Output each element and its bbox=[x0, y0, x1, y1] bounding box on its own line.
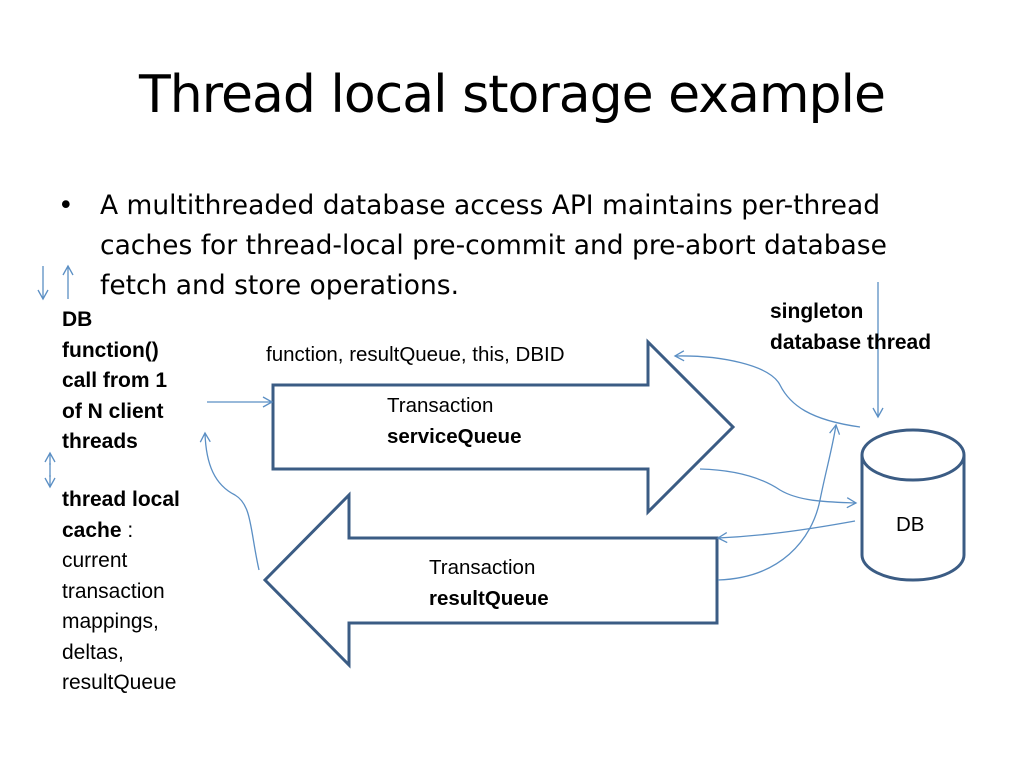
result-queue-label: Transaction resultQueue bbox=[429, 553, 549, 614]
cache-label-heading: thread local bbox=[62, 488, 180, 511]
client-label-line: of N client bbox=[62, 399, 164, 423]
result-queue-line1: Transaction bbox=[429, 556, 536, 579]
singleton-thread-label: singleton database thread bbox=[770, 297, 931, 358]
bullet-marker: • bbox=[58, 190, 74, 221]
db-cylinder bbox=[860, 428, 966, 582]
bullet-text: A multithreaded database access API main… bbox=[100, 190, 887, 301]
thread-cache-label: thread local cache : current transaction… bbox=[62, 485, 180, 699]
cache-label-line: mappings, bbox=[62, 610, 159, 633]
db-to-result-arrow bbox=[716, 520, 856, 544]
client-label-line: function() bbox=[62, 338, 159, 362]
service-queue-line2: serviceQueue bbox=[387, 424, 522, 448]
result-queue-line2: resultQueue bbox=[429, 586, 549, 610]
cache-label-heading-line2: cache : bbox=[62, 516, 180, 547]
cache-label-line: transaction bbox=[62, 579, 165, 603]
service-queue-line1: Transaction bbox=[387, 394, 494, 417]
result-to-db-arrow bbox=[717, 423, 841, 581]
client-label-line: DB bbox=[62, 308, 93, 331]
db-label: DB bbox=[896, 513, 925, 536]
result-to-cache-arrow bbox=[199, 431, 260, 571]
client-call-label: DB function() call from 1 of N client th… bbox=[62, 305, 167, 458]
call-args-label: function, resultQueue, this, DBID bbox=[266, 343, 565, 366]
cache-label-line: resultQueue bbox=[62, 671, 177, 694]
singleton-line1: singleton bbox=[770, 300, 864, 323]
db-to-service-arrow bbox=[673, 350, 861, 428]
slide-title: Thread local storage example bbox=[139, 65, 886, 125]
down-up-arrows-icon bbox=[37, 264, 74, 301]
client-label-line: threads bbox=[62, 430, 138, 453]
cache-label-line: deltas, bbox=[62, 640, 124, 664]
cache-label-line: current bbox=[62, 549, 128, 572]
cache-label-heading-word: cache bbox=[62, 518, 122, 542]
singleton-line2: database thread bbox=[770, 330, 932, 354]
service-queue-label: Transaction serviceQueue bbox=[387, 391, 521, 452]
service-to-db-arrow bbox=[699, 468, 858, 509]
result-queue-arrow bbox=[262, 491, 719, 669]
cache-label-colon: : bbox=[121, 518, 134, 542]
client-label-line: call from 1 bbox=[62, 369, 168, 392]
service-queue-arrow bbox=[271, 338, 736, 516]
